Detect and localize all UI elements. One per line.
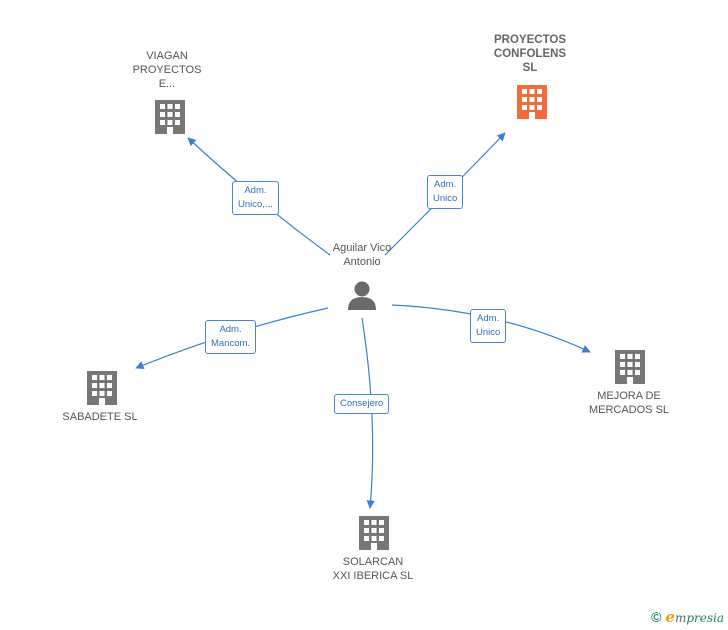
building-icon[interactable] xyxy=(615,350,645,384)
person-name[interactable]: Aguilar Vico Antonio xyxy=(332,242,392,268)
building-icon[interactable] xyxy=(87,371,117,405)
relation-label-mejora[interactable]: Adm. Unico xyxy=(470,309,507,343)
company-label-solarcan[interactable]: SOLARCAN XXI IBERICA SL xyxy=(332,556,414,582)
brand-logo[interactable]: empresia xyxy=(665,608,724,626)
building-icon[interactable] xyxy=(155,100,185,134)
company-label-confolens[interactable]: PROYECTOS CONFOLENS SL xyxy=(493,34,567,74)
person-icon[interactable] xyxy=(348,281,376,311)
relation-label-viagan[interactable]: Adm. Unico,... xyxy=(232,181,279,215)
building-icon-highlight[interactable] xyxy=(517,85,547,119)
footer-brand: © empresia xyxy=(651,608,724,626)
relation-label-sabadete[interactable]: Adm. Mancom. xyxy=(205,320,257,354)
copyright-symbol: © xyxy=(651,609,662,625)
relation-label-solarcan[interactable]: Consejero xyxy=(334,394,390,414)
company-label-mejora[interactable]: MEJORA DE MERCADOS SL xyxy=(588,390,670,416)
brand-initial: e xyxy=(665,608,675,626)
company-label-sabadete[interactable]: SABADETE SL xyxy=(62,411,138,423)
company-label-viagan[interactable]: VIAGAN PROYECTOS E... xyxy=(132,50,202,90)
edge-solarcan xyxy=(361,317,375,509)
relation-label-confolens[interactable]: Adm. Unico xyxy=(427,175,464,209)
building-icon[interactable] xyxy=(359,516,389,550)
brand-name: mpresia xyxy=(674,611,724,625)
